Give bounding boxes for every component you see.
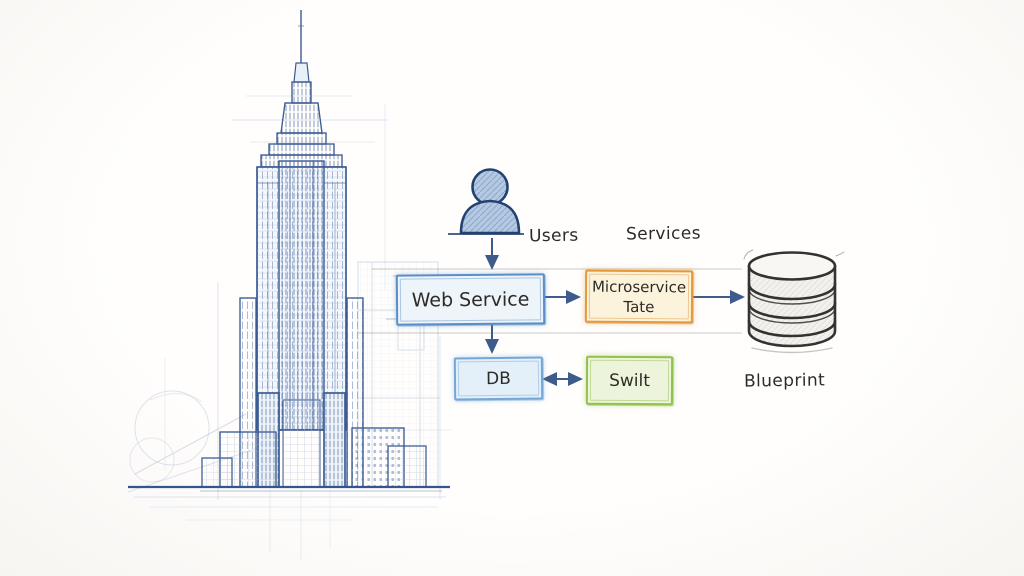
- node-web-service: Web Service: [395, 273, 546, 326]
- node-swilt: Swilt: [585, 355, 674, 406]
- label-users: Users: [528, 225, 579, 247]
- user-icon: [448, 168, 524, 235]
- node-microservice-label-line1: Microservice: [591, 277, 687, 296]
- node-microservice: Microservice Tate: [584, 269, 694, 324]
- node-db: DB: [453, 356, 544, 401]
- database-cylinder-icon: [743, 249, 845, 354]
- diagram-arrows: [485, 238, 745, 386]
- construction-lines: [127, 95, 742, 560]
- skyscraper-sketch: [128, 10, 450, 492]
- node-microservice-label-line2: Tate: [623, 297, 655, 316]
- label-services: Services: [625, 223, 702, 245]
- node-swilt-label: Swilt: [609, 370, 650, 391]
- node-web-service-label: Web Service: [411, 287, 530, 312]
- label-blueprint: Blueprint: [743, 370, 826, 392]
- node-db-label: DB: [486, 368, 511, 389]
